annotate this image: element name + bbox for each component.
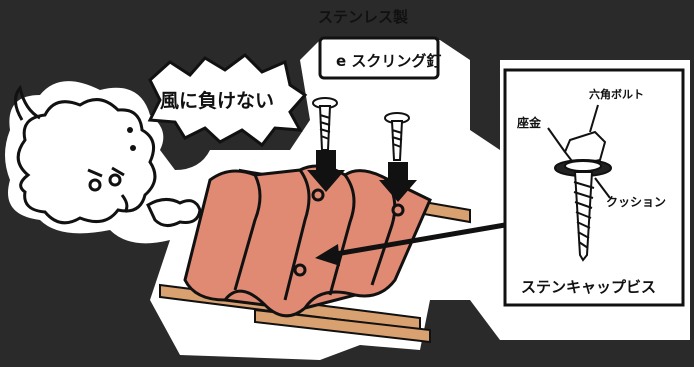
nail-icon: [312, 97, 410, 161]
roof-tiles: [183, 164, 432, 318]
wind-cloud-icon: [14, 84, 202, 227]
nail-prefix: e: [336, 52, 347, 70]
cushion-label: クッション: [606, 195, 667, 209]
screw-icon: [547, 104, 612, 262]
ring-nail-label: e スクリング釘: [336, 50, 441, 71]
stainless-label: ステンレス製: [318, 8, 409, 26]
pointer-arrow-icon: [315, 222, 506, 266]
down-arrow-icon: [307, 150, 417, 202]
wind-slogan: 風に負けない: [160, 90, 275, 112]
hex-bolt-label: 六角ボルト: [589, 88, 644, 101]
nail-callout-box: [318, 36, 440, 80]
wind-speech-bubble: [147, 53, 308, 148]
washer-label: 座金: [517, 116, 542, 130]
stencap-screw-label: ステンキャップビス: [521, 278, 657, 296]
nail-text: スクリング釘: [351, 52, 442, 70]
